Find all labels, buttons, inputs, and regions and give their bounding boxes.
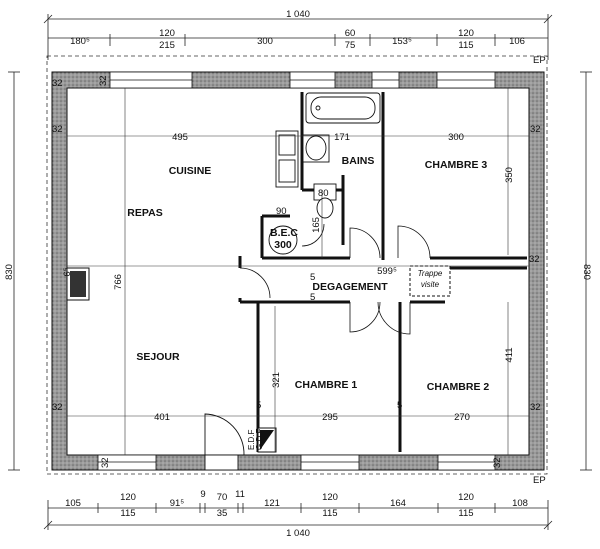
room-bains: BAINS (342, 155, 375, 167)
bottom-dims-row1: 105 120 91⁵ 9 70 11 121 120 164 120 108 (65, 489, 528, 509)
dim-bedroom2-width: 270 (454, 412, 470, 423)
room-chambre1: CHAMBRE 1 (295, 379, 358, 391)
dim-bottom-6: 11 (235, 489, 245, 500)
washbasin (302, 134, 330, 163)
wall-32-g: 32 (100, 457, 111, 468)
room-degagement: DEGAGEMENT (312, 281, 388, 293)
dim-wall-5-b: 5 (310, 292, 315, 303)
kitchen-sink (275, 130, 299, 188)
wall-thickness-labels: 32 32 32 32 32 32 32 32 32 (52, 75, 541, 468)
bottom-dimension-lines (43, 500, 553, 530)
dim-bottom-3: 91⁵ (170, 498, 185, 509)
dim-bottom-5: 70 (217, 492, 228, 503)
dim-bottom-1: 105 (65, 498, 81, 509)
room-chambre3: CHAMBRE 3 (425, 159, 488, 171)
dim-bottom-7: 121 (264, 498, 280, 509)
dim-top-3: 300 (257, 36, 273, 47)
dim-bottom-13: 35 (217, 508, 228, 519)
room-cuisine: CUISINE (169, 165, 212, 177)
wall-32-h: 32 (98, 75, 109, 86)
dim-bedroom1-width: 295 (322, 412, 338, 423)
wall-32-i: 32 (492, 457, 503, 468)
wall-32-a: 32 (52, 78, 63, 89)
dim-top-10: 115 (458, 40, 473, 51)
visite-label: visite (421, 280, 440, 289)
overall-height-right: 830 (581, 264, 592, 280)
wall-32-b: 32 (52, 124, 63, 135)
dim-bottom-4: 9 (200, 489, 205, 500)
dim-top-7: 106 (509, 36, 525, 47)
fireplace (66, 267, 90, 301)
dim-bath-small-c: 165 (311, 217, 322, 233)
dim-corridor-length: 599⁵ (377, 266, 397, 277)
entry-door (204, 413, 245, 471)
meter-box (257, 427, 277, 453)
top-dimension-lines (43, 14, 553, 60)
dim-top-8: 215 (159, 40, 175, 51)
dim-kitchen-width: 495 (172, 132, 188, 143)
trappe-label: Trappe (418, 269, 443, 278)
interior-dimension-lines (67, 88, 529, 455)
dim-bath-width: 171 (334, 132, 350, 143)
dim-bottom-12: 115 (120, 508, 135, 519)
wall-32-d: 32 (529, 254, 540, 265)
top-dims-row1: 180⁵ 120 300 60 153⁵ 120 106 (70, 28, 525, 47)
dim-top-5: 153⁵ (392, 36, 412, 47)
dim-top-1: 180⁵ (70, 36, 90, 47)
dim-bottom-9: 164 (390, 498, 406, 509)
overall-width-top: 1 040 (286, 9, 310, 20)
dim-bottom-15: 115 (458, 508, 473, 519)
wall-32-f: 32 (530, 402, 541, 413)
dim-top-4: 60 (345, 28, 356, 39)
roof-outline (46, 55, 548, 475)
overall-width-bottom: 1 040 (286, 528, 310, 539)
dim-bottom-10: 120 (458, 492, 474, 503)
gdf-label: G.D.F (255, 429, 264, 450)
dim-wall-5-c: 5 (256, 400, 261, 411)
dim-bath-small-b: 90 (276, 206, 287, 217)
windows (97, 71, 496, 471)
wall-32-e: 32 (52, 402, 63, 413)
dim-sejour-width: 401 (154, 412, 170, 423)
dim-bath-small-a: 80 (318, 188, 329, 199)
dim-top-2: 120 (159, 28, 175, 39)
side-dimension-lines (8, 71, 592, 471)
dim-bedroom3-depth: 350 (504, 167, 515, 183)
bathtub (305, 92, 381, 124)
dim-bottom-2: 120 (120, 492, 136, 503)
edf-label: E.D.F (247, 429, 256, 450)
dim-bottom-8: 120 (322, 492, 338, 503)
door-swings (239, 223, 431, 335)
dim-bedroom2-depth: 411 (504, 347, 515, 362)
dim-bedroom1-depth: 321 (271, 372, 282, 388)
dim-bottom-14: 115 (322, 508, 337, 519)
room-repas: REPAS (127, 207, 162, 219)
dim-living-depth: 766 (113, 274, 124, 290)
dim-wall-5-a: 5 (310, 272, 315, 283)
dim-bedroom3-width: 300 (448, 132, 464, 143)
interior-partitions (238, 92, 527, 452)
room-chambre2: CHAMBRE 2 (427, 381, 490, 393)
dim-wall-65: 6⁵ (62, 267, 73, 276)
dim-bottom-11: 108 (512, 498, 528, 509)
room-sejour: SEJOUR (136, 351, 180, 363)
room-bec: B.E.C (270, 227, 298, 239)
ep-top: EP (533, 55, 546, 66)
water-heater (268, 225, 298, 255)
top-dims-row2: 215 75 115 (159, 40, 474, 51)
ep-bottom: EP (533, 475, 546, 486)
dim-top-9: 75 (345, 40, 356, 51)
toilet (313, 183, 337, 219)
dim-wall-5-d: 5 (397, 400, 402, 411)
overall-height-left: 830 (4, 264, 15, 280)
room-bec-size: 300 (274, 239, 292, 251)
wall-32-c: 32 (530, 124, 541, 135)
bottom-dims-row2: 115 35 115 115 (120, 508, 473, 519)
dim-top-6: 120 (458, 28, 474, 39)
